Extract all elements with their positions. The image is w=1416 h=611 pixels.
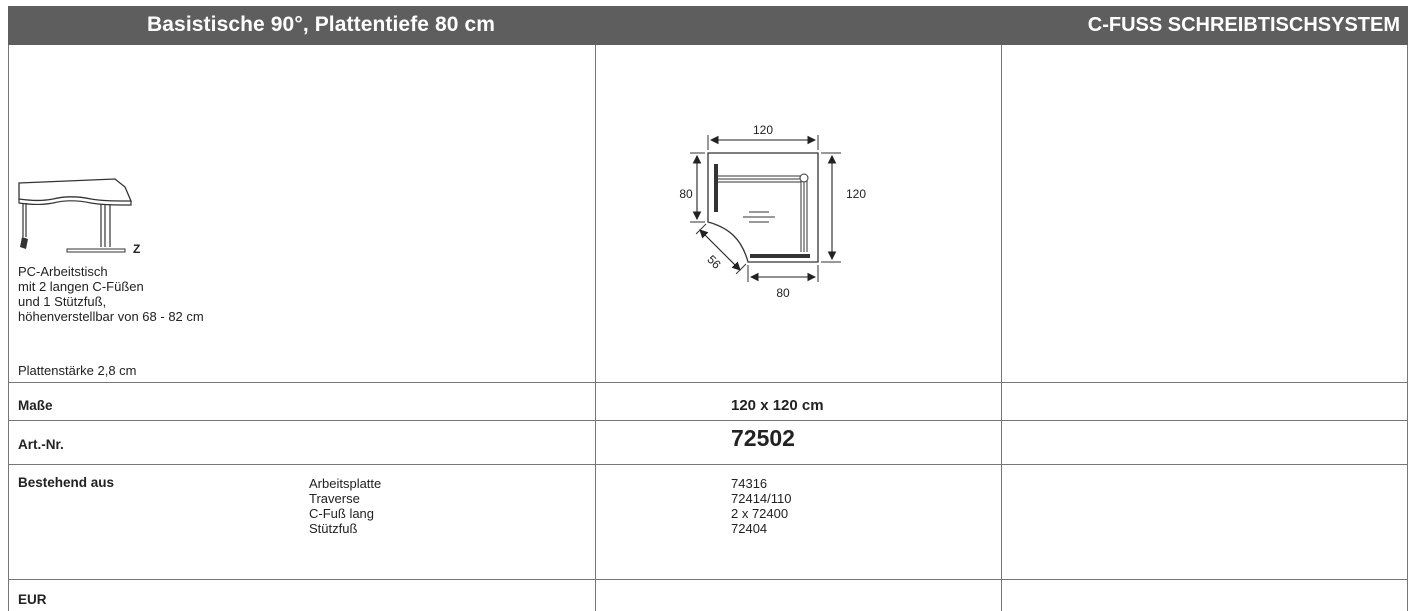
list-item: Traverse (309, 491, 360, 506)
article-number-label: Art.-Nr. (18, 437, 64, 452)
list-item: 74316 (731, 476, 768, 491)
components-label: Bestehend aus (18, 475, 115, 490)
product-table: Z PC-Arbeitstisch mit 2 langen C-Füßen u… (8, 45, 1408, 611)
row-divider (9, 464, 1407, 465)
plate-thickness: Plattenstärke 2,8 cm (18, 363, 137, 378)
row-divider (9, 579, 1407, 580)
component-number-list: 74316 72414/110 2 x 72400 72404 (731, 476, 792, 536)
system-name: C-FUSS SCHREIBTISCHSYSTEM (1087, 14, 1400, 36)
dim-left-depth: 80 (679, 187, 693, 201)
model-letter: Z (133, 242, 140, 256)
column-divider (1001, 45, 1002, 611)
dim-top-width: 120 (753, 123, 773, 137)
description-line: PC-Arbeitstisch (18, 264, 108, 279)
header-bar: Basistische 90°, Plattentiefe 80 cm C-FU… (8, 6, 1408, 45)
list-item: Arbeitsplatte (309, 476, 382, 491)
masse-label: Maße (18, 398, 53, 413)
description-line: mit 2 langen C-Füßen (18, 279, 144, 294)
description-line: und 1 Stützfuß, (18, 294, 107, 309)
product-description: PC-Arbeitstisch mit 2 langen C-Füßen und… (18, 264, 204, 324)
column-divider (595, 45, 596, 611)
article-number-value: 72502 (731, 425, 795, 451)
list-item: 72404 (731, 521, 768, 536)
list-item: Stützfuß (309, 521, 358, 536)
page-title: Basistische 90°, Plattentiefe 80 cm (147, 13, 496, 36)
description-line: höhenverstellbar von 68 - 82 cm (18, 309, 204, 324)
dim-bottom-width: 80 (776, 286, 790, 300)
dim-diagonal: 56 (704, 252, 724, 272)
row-divider (9, 420, 1407, 421)
dim-right-height: 120 (846, 187, 866, 201)
component-list: Arbeitsplatte Traverse C-Fuß lang Stützf… (309, 476, 381, 536)
dimension-diagram: 120 80 120 80 56 (679, 123, 866, 300)
desk-illustration: Z (18, 178, 140, 256)
list-item: 72414/110 (731, 491, 792, 506)
eur-label: EUR (18, 592, 47, 607)
list-item: C-Fuß lang (309, 506, 375, 521)
masse-value: 120 x 120 cm (731, 397, 824, 414)
list-item: 2 x 72400 (731, 506, 789, 521)
row-divider (9, 382, 1407, 383)
